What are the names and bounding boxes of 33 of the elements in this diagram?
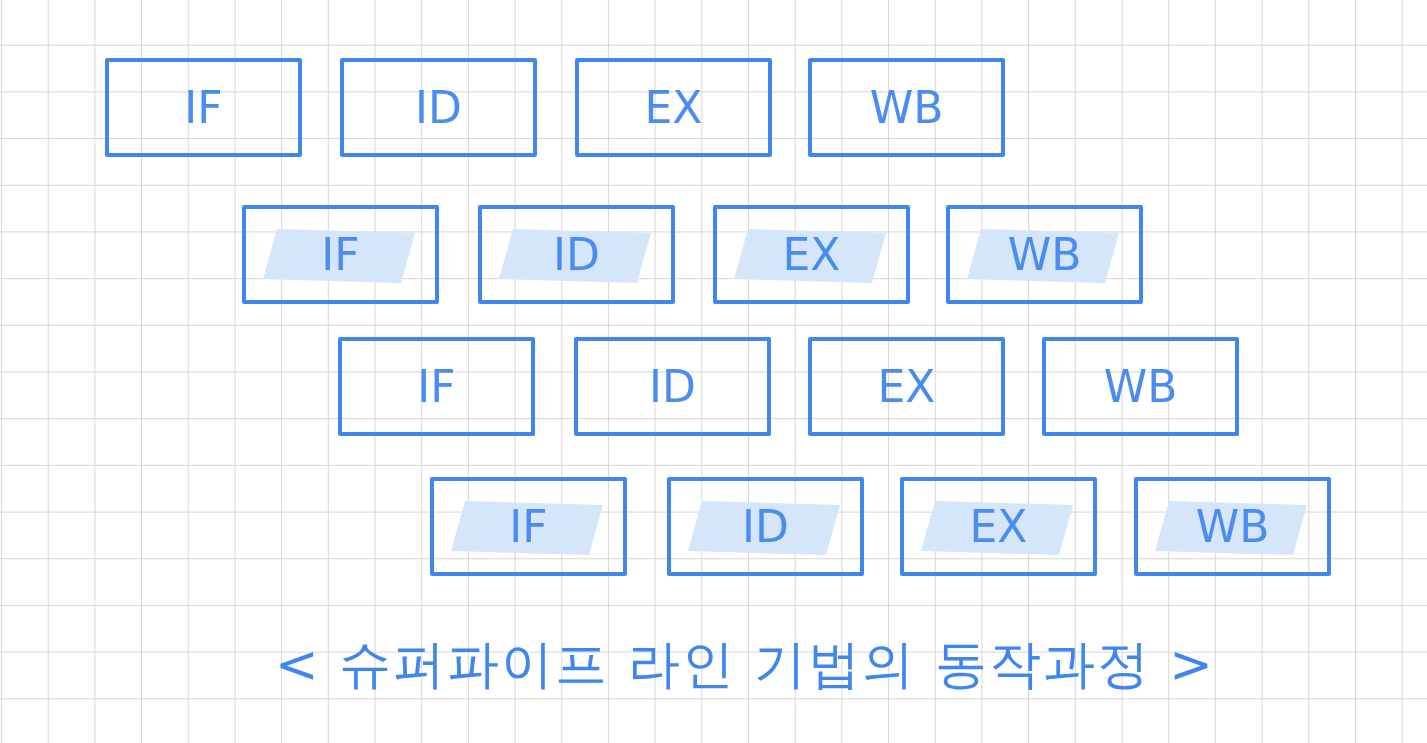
stage-label: EX: [969, 504, 1028, 549]
stage-box: [808, 337, 1005, 436]
stage-box: [667, 477, 864, 576]
stage-label: ID: [649, 364, 696, 409]
stage-box: [900, 477, 1097, 576]
stage-box: [575, 58, 772, 157]
stage-box: [808, 58, 1005, 157]
stage-label: WB: [869, 85, 944, 130]
stage-label: EX: [782, 232, 841, 277]
caption: < 슈퍼파이프 라인 기법의 동작과정 >: [274, 636, 1216, 694]
stage-box: [574, 337, 771, 436]
stage-label: IF: [509, 504, 548, 549]
stage-box: [713, 205, 910, 304]
stage-label: ID: [742, 504, 789, 549]
stage-box: [340, 58, 537, 157]
stage-box: [946, 205, 1143, 304]
stage-label: WB: [1007, 232, 1082, 277]
stage-box: [338, 337, 535, 436]
stage-label: EX: [877, 364, 936, 409]
stage-box: [478, 205, 675, 304]
stage-box: [1134, 477, 1331, 576]
stage-label: EX: [644, 85, 703, 130]
stage-label: IF: [417, 364, 456, 409]
stage-box: [242, 205, 439, 304]
stage-label: ID: [415, 85, 462, 130]
stage-label: WB: [1195, 504, 1270, 549]
stage-box: [430, 477, 627, 576]
stage-box: [105, 58, 302, 157]
stage-box: [1042, 337, 1239, 436]
stage-label: ID: [553, 232, 600, 277]
stage-label: IF: [184, 85, 223, 130]
stage-label: IF: [321, 232, 360, 277]
stage-label: WB: [1103, 364, 1178, 409]
